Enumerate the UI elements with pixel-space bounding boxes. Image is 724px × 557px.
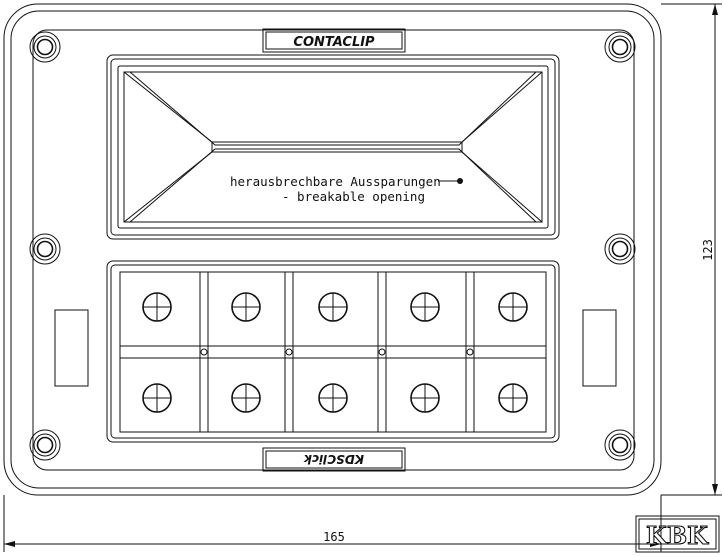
arrow-down-icon (712, 484, 718, 495)
brand-logo-bottom: KDSClick (303, 452, 364, 466)
mounting-screw-icon (29, 31, 61, 63)
terminal-block (106, 260, 560, 443)
terminal-screw-icon (231, 292, 261, 322)
terminal-screw-icon (410, 383, 440, 413)
arrow-up-icon (712, 4, 718, 15)
height-dimension: 123 (661, 3, 722, 496)
mounting-screw-icon (604, 429, 636, 461)
leader-dot-icon (457, 178, 463, 184)
brand-plate-top: CONTACLIP (262, 28, 406, 53)
brand-plate-bottom: KDSClick (262, 447, 406, 472)
terminal-screw-icon (410, 292, 440, 322)
terminal-screw-icon (318, 292, 348, 322)
breakable-opening (106, 54, 560, 240)
terminal-screw-icon (498, 383, 528, 413)
terminal-screw-icon (498, 292, 528, 322)
arrow-left-icon (4, 541, 15, 547)
housing-outline (3, 3, 662, 496)
annotation-label-en: - breakable opening (282, 189, 425, 204)
side-slot-left (54, 309, 89, 387)
height-label: 123 (701, 239, 715, 261)
kbk-stamp: KBK (635, 515, 720, 553)
mounting-screw-icon (604, 233, 636, 265)
kbk-stamp-text: KBK (646, 521, 709, 550)
terminal-screw-icon (142, 292, 172, 322)
mounting-screw-icon (29, 233, 61, 265)
brand-logo-top: CONTACLIP (293, 35, 375, 50)
annotation-label-de: herausbrechbare Aussparungen (230, 174, 441, 189)
terminal-screw-icon (231, 383, 261, 413)
terminal-screw-icon (318, 383, 348, 413)
width-dimension: 165 (3, 495, 662, 552)
arrow-right-icon (650, 541, 661, 547)
terminal-screw-icon (142, 383, 172, 413)
mounting-screw-icon (29, 429, 61, 461)
width-label: 165 (323, 530, 345, 544)
annotation: herausbrechbare Aussparungen - breakable… (230, 174, 463, 204)
side-slot-right (582, 309, 617, 387)
mounting-screw-icon (604, 31, 636, 63)
